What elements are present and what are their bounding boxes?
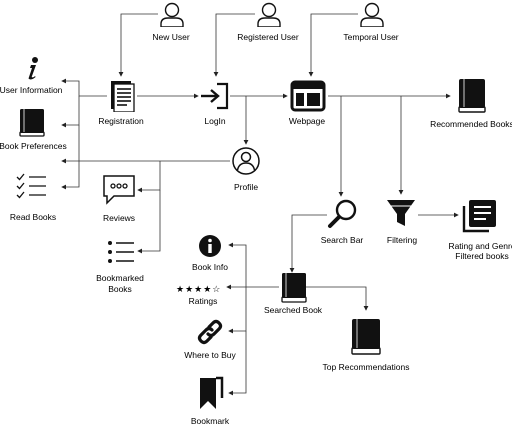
user-icon xyxy=(360,2,384,27)
label-reviews: Reviews xyxy=(102,213,136,223)
webpage-layout-icon xyxy=(290,80,326,112)
filter-icon xyxy=(387,200,415,226)
edge-searchedbook-wheretobuy xyxy=(228,287,247,334)
label-login: LogIn xyxy=(204,116,226,126)
book-icon xyxy=(351,319,381,355)
filtered-list-icon xyxy=(462,200,496,233)
label-bookmarked-books-2: Books xyxy=(108,284,132,294)
label-read-books: Read Books xyxy=(9,212,57,222)
label-searched-book: Searched Book xyxy=(263,305,323,315)
edge-searchbar-searchedbook xyxy=(289,214,327,273)
label-profile: Profile xyxy=(233,182,259,192)
link-icon xyxy=(197,319,223,345)
label-bookmarked-books-1: Bookmarked xyxy=(96,273,144,283)
rating-stars: ★★★★☆ xyxy=(176,284,222,294)
label-registered-user: Registered User xyxy=(237,32,299,42)
book-icon xyxy=(281,273,307,303)
edge-searchedbook-top xyxy=(306,286,369,311)
edge-registereduser-login xyxy=(213,13,255,77)
user-icon xyxy=(257,2,281,27)
label-book-info: Book Info xyxy=(192,262,228,272)
label-bookmark: Bookmark xyxy=(190,416,230,426)
label-top-recommendations: Top Recommendations xyxy=(322,362,410,372)
label-book-preferences: Book Preferences xyxy=(0,141,67,151)
login-icon xyxy=(201,82,229,110)
edge-temporaluser-webpage xyxy=(308,13,358,77)
book-icon xyxy=(458,79,486,113)
edge-searchedbook-bookmark xyxy=(228,331,247,396)
user-icon xyxy=(160,2,184,27)
info-circle-icon xyxy=(199,235,221,257)
speech-bubble-icon xyxy=(103,175,135,205)
edge-profile-reviews xyxy=(137,161,161,193)
label-user-information: User Information xyxy=(0,85,63,95)
search-icon xyxy=(328,199,357,228)
edge-profile-bookmarked xyxy=(137,190,161,254)
edge-registration-userinfo xyxy=(61,78,107,97)
info-italic-icon xyxy=(28,57,38,80)
label-where-to-buy: Where to Buy xyxy=(184,350,236,360)
profile-icon xyxy=(232,147,260,175)
label-temporal-user: Temporal User xyxy=(343,32,399,42)
registration-form-icon xyxy=(111,81,135,112)
label-rating-genre-2: Filtered books xyxy=(455,251,509,261)
label-recommended-books: Recommended Books xyxy=(430,119,512,129)
label-webpage: Webpage xyxy=(288,116,326,126)
book-icon xyxy=(19,109,45,137)
label-rating-genre-1: Rating and Genre xyxy=(448,241,512,251)
list-icon xyxy=(108,241,134,263)
edge-newuser-registration xyxy=(118,13,158,77)
checklist-icon xyxy=(16,173,46,199)
label-registration: Registration xyxy=(98,116,144,126)
edge-searchedbook-bookinfo xyxy=(228,242,247,287)
edge-registration-readbooks xyxy=(61,125,80,190)
label-ratings: Ratings xyxy=(188,296,218,306)
label-search-bar: Search Bar xyxy=(320,235,364,245)
label-filtering: Filtering xyxy=(386,235,418,245)
label-new-user: New User xyxy=(152,32,190,42)
edge-registration-preferences xyxy=(61,96,80,128)
bookmark-icon xyxy=(200,376,224,409)
